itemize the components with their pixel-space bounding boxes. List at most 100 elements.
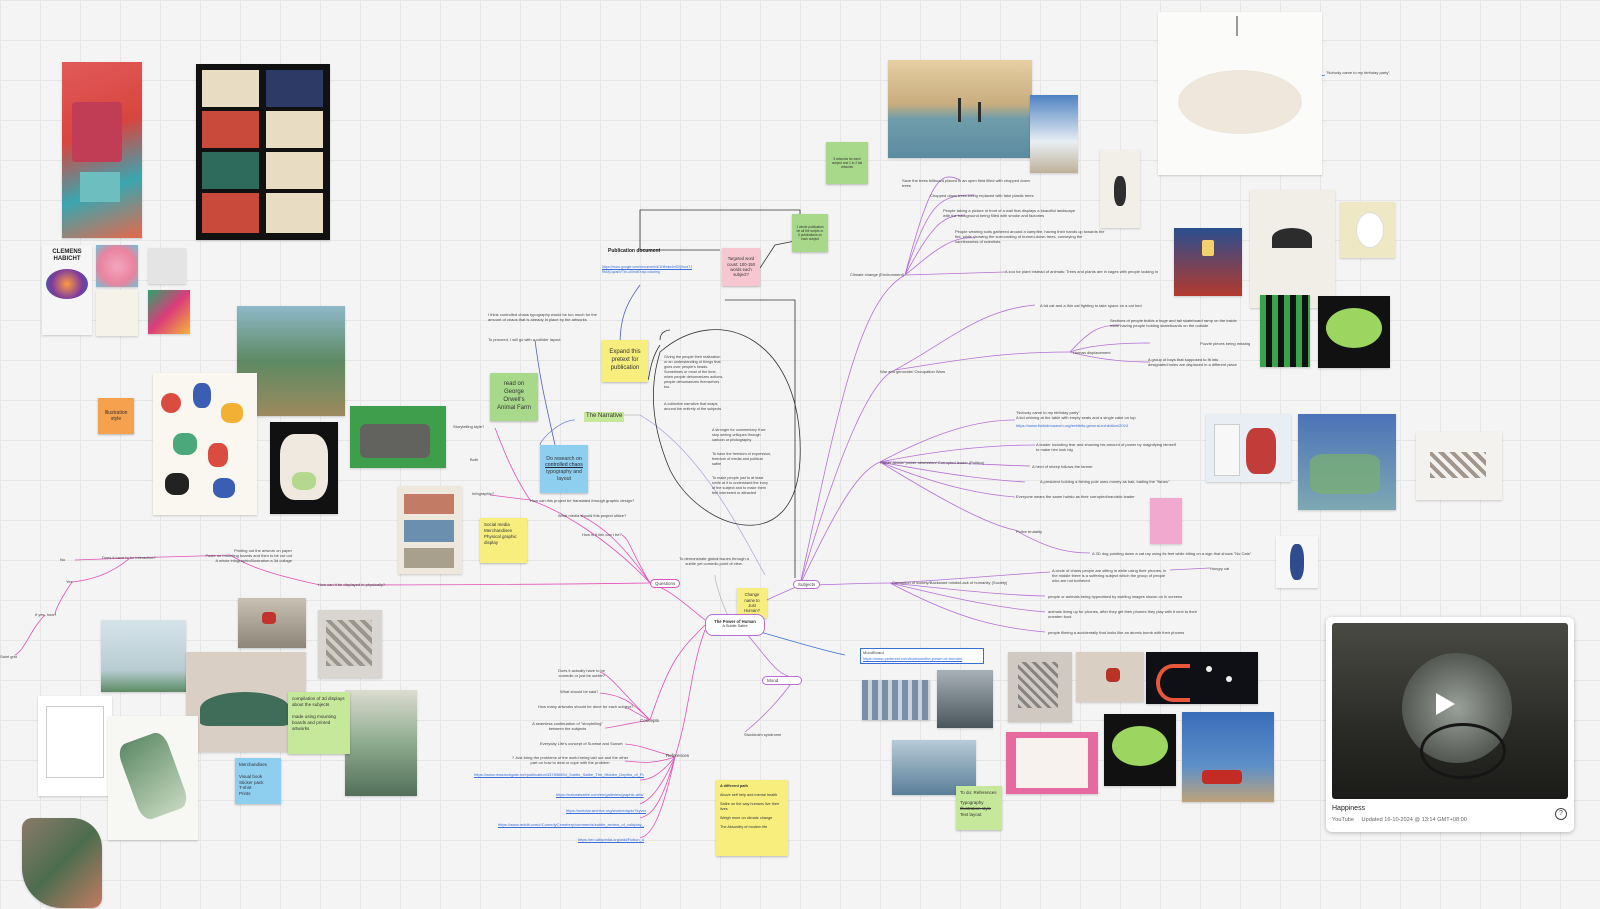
tunnel-figure-photo	[937, 670, 993, 728]
moodboard-title: MoodBoard	[863, 650, 884, 655]
sticky-compilation[interactable]: compilation of 3d displays about the sub…	[288, 692, 350, 754]
narrative-item: A stronger for commentary if we stop see…	[712, 428, 766, 442]
climate-item: Chopped down trees being replaced with f…	[930, 193, 1034, 198]
birthday-table-3d	[1158, 12, 1322, 175]
mounting-board-sketch	[38, 696, 112, 796]
the-narrative-label[interactable]: The Narrative	[584, 412, 625, 422]
does-need-question: Does it actually have to be comedic or j…	[558, 668, 605, 679]
no-answer: No	[60, 557, 66, 562]
police-item: A 3D dog pointing down a cat ray using i…	[1092, 551, 1252, 556]
play-icon[interactable]	[1436, 693, 1455, 715]
narrative-item: A collective narrative that wraps around…	[664, 402, 722, 411]
birthday-label: "Nobody came to my birthday party"	[1326, 70, 1390, 75]
sticky-social-media[interactable]: Social media Merchandises Physical graph…	[480, 518, 527, 563]
red-illustration-poster	[62, 62, 142, 238]
reference-link-1[interactable]: https://www.researchgate.net/publication…	[474, 772, 644, 777]
paper-cutouts	[108, 716, 198, 840]
grey-poster	[148, 248, 186, 284]
help-icon[interactable]: ?	[1555, 808, 1567, 820]
how-displayed-question: How can it be displayed in physically?	[318, 582, 386, 587]
pink-swirl-poster	[96, 245, 138, 287]
society-item: animals lining up for phones, after they…	[1048, 609, 1197, 620]
llama-oval-artwork	[1318, 296, 1390, 368]
llama-oval-artwork-2	[1104, 714, 1176, 786]
publication-doc-link[interactable]: https://docs.google.com/document/d/1Hfhd…	[602, 265, 692, 274]
demonstrate-text: To demonstrate global issues through a s…	[679, 556, 749, 567]
green-poster	[148, 290, 190, 334]
collage-cutout-bottom	[22, 818, 102, 908]
sticky-green-right[interactable]: 1 whole publication be all the scripts o…	[792, 214, 828, 252]
sticky-different-path[interactable]: A different path Above self help and men…	[716, 780, 788, 856]
police-branch: Police brutality	[1016, 529, 1043, 534]
center-subtitle: A Subtle Satire	[722, 624, 748, 628]
collage-table-photo	[318, 610, 382, 678]
references-node[interactable]: References	[666, 753, 690, 758]
grey-collage-3d	[1008, 652, 1072, 722]
flooded-desert-photo	[888, 60, 1032, 158]
what-media-question: What media should this project utilize?	[558, 513, 627, 518]
moodboard-box[interactable]: MoodBoard https://www.pinterest.com/kuma…	[860, 648, 984, 664]
everyday-concept: Everyday Life's concept of Sunrise and S…	[540, 741, 623, 746]
subjects-node[interactable]: Subjects	[793, 580, 821, 589]
narrative-item: Giving the people their realization or a…	[664, 355, 724, 389]
different-path-item: The Absurdity of modern life	[720, 824, 768, 829]
todo-item-layout: Text layout	[960, 811, 982, 817]
power-item: Everyone wears the same hairdo as their …	[1016, 494, 1135, 499]
seamless-concept: A seamless continuation of "storytelling…	[532, 721, 603, 732]
infographic-label: Infographic?	[472, 491, 495, 496]
concepts-node[interactable]: Concepts	[640, 718, 660, 723]
zoo-note: A zoo for plant instead of animals: Tree…	[1005, 269, 1158, 274]
sticky-merchandises[interactable]: Merchandises Visual book Sticker pack T-…	[235, 758, 281, 804]
reference-link-3[interactable]: https://scholar.archive.org/work/edqckr7…	[566, 808, 646, 813]
how-many-question: How many artworks should be done for eac…	[538, 704, 634, 709]
video-meta: YouTube Updated 16-10-2024 @ 13:14 GMT+0…	[1332, 817, 1467, 823]
climate-item: People taking a picture in front of a wa…	[943, 208, 1076, 219]
climate-item: People wearing suits gathered around a c…	[955, 229, 1105, 245]
sticky-green-top[interactable]: 5 artworks for each subject and 1 to 2 t…	[826, 142, 868, 184]
does-interactive-question: Does it have to be interactive?	[102, 555, 156, 560]
how-translated-question: How can this project be translated throu…	[530, 498, 635, 503]
moodboard-link[interactable]: https://www.pinterest.com/kumaan/the-pow…	[863, 656, 963, 661]
power-item: "Nobody came to my birthday party" A kid…	[1016, 410, 1136, 421]
power-branch: Power abuse/ power obsession/ Corrupted …	[880, 460, 985, 465]
hungry-cat-label: Hungry cat	[1210, 566, 1230, 571]
mood-node[interactable]: Mood	[762, 676, 802, 685]
video-source: YouTube	[1332, 817, 1354, 823]
different-path-item: Weigh more on climate change	[720, 815, 773, 820]
sticky-animal-farm[interactable]: read on George Orwell's Animal Farm	[490, 373, 538, 421]
reference-link-4[interactable]: https://www.reddit.com/r/ComedyCemetery/…	[498, 822, 644, 827]
reference-link-2[interactable]: https://naturalsatire.com/en/galleries/g…	[556, 792, 644, 797]
video-title[interactable]: Happiness	[1332, 805, 1366, 812]
human-displacement-branch: Human displacement	[1073, 350, 1111, 355]
center-title: The Power of Human	[714, 619, 756, 624]
pink-figure-artwork	[1150, 498, 1182, 544]
questions-node[interactable]: Questions	[650, 579, 681, 588]
video-thumbnail[interactable]	[1332, 623, 1568, 799]
controlled-chaos-link[interactable]: controlled chaos	[545, 462, 583, 469]
eye-illustrations-grid	[196, 64, 330, 240]
center-node[interactable]: The Power of Human A Subtle Satire	[705, 614, 765, 636]
landscape-painting	[345, 690, 417, 796]
video-updated: Updated 16-10-2024 @ 13:14 GMT+08:00	[1361, 817, 1467, 823]
sticky-change-name[interactable]: Change name to Just Human?	[737, 588, 767, 618]
reference-link-5[interactable]: https://en.wikipedia.org/wiki/Fiction_of…	[578, 837, 644, 842]
suited-man-artwork	[1276, 536, 1318, 588]
yes-answer: Yes	[66, 579, 73, 584]
sticky-todo-references[interactable]: To do: References Typography Illustratio…	[956, 786, 1002, 830]
sticky-illustration-style[interactable]: Illustration style	[98, 398, 134, 434]
3d-black-artwork	[270, 422, 338, 514]
todo-title: To do: References	[960, 790, 997, 795]
narrative-item: To make people just to at least smile at…	[712, 476, 768, 495]
cage-room-artwork	[1250, 190, 1335, 308]
youtube-video-card[interactable]: Happiness YouTube Updated 16-10-2024 @ 1…	[1326, 617, 1574, 832]
sticky-targeted-word[interactable]: Targeted word count: 100-150 words each …	[722, 248, 760, 286]
sticky-do-research[interactable]: Do research on controlled chaos typograp…	[540, 445, 588, 493]
printing-out-note: Printing out the artwork on paper Paste …	[205, 548, 292, 564]
saint-grid-label: Saint grid	[0, 654, 17, 659]
publication-doc-label: Publication document	[608, 248, 661, 254]
power-item-link[interactable]: https://www.thekidmuseum.org/exhibits-ge…	[1016, 423, 1129, 428]
todo-item-illustration: Illustration style	[960, 805, 992, 811]
sticky-expand-pretext[interactable]: Expand this pretext for publication	[602, 340, 648, 382]
scattered-collage	[1416, 432, 1502, 500]
